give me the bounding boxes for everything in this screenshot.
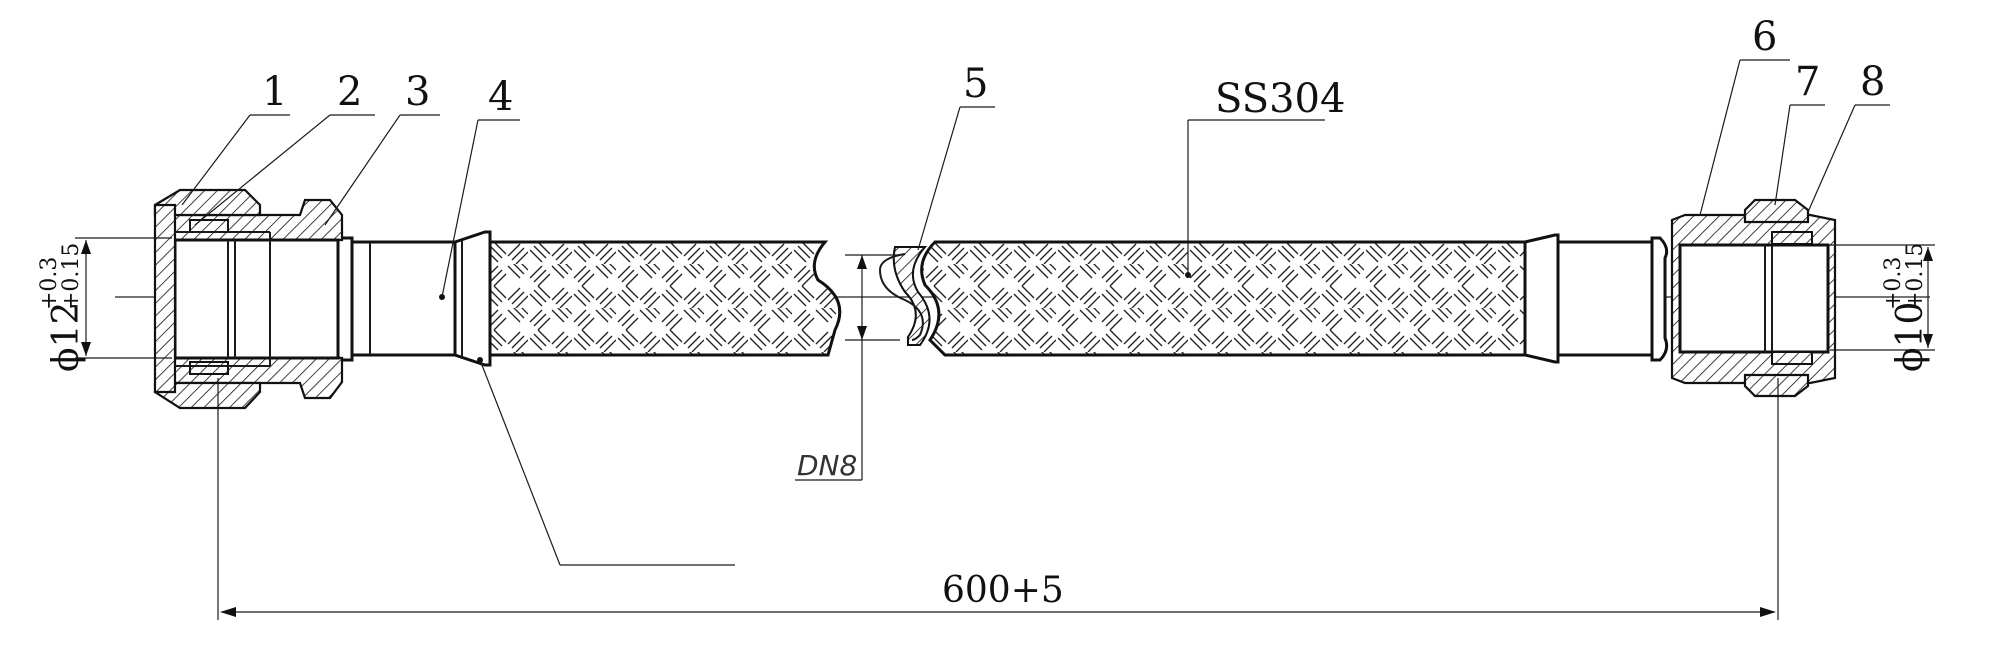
part-number-8: 8 bbox=[1860, 59, 1885, 105]
svg-text:ϕ12: ϕ12 bbox=[46, 302, 87, 372]
left-tube bbox=[348, 240, 457, 357]
right-nut-bore bbox=[1678, 243, 1830, 354]
left-seal-bottom bbox=[189, 361, 229, 375]
right-cap-top bbox=[1743, 198, 1810, 224]
svg-text:+0.3: +0.3 bbox=[1881, 257, 1906, 310]
overall-length-dimension bbox=[217, 378, 1779, 620]
part-number-2: 2 bbox=[337, 69, 362, 115]
svg-text:+0.15: +0.15 bbox=[1903, 243, 1928, 310]
left-cap-face bbox=[153, 203, 177, 394]
left-bore-label: ϕ12 +0.3 +0.15 bbox=[37, 243, 87, 372]
left-seal-top bbox=[189, 219, 229, 233]
right-seal-bottom bbox=[1771, 351, 1813, 365]
material-label: SS304 bbox=[1215, 76, 1345, 122]
hose-liner bbox=[892, 246, 931, 346]
part-number-1: 1 bbox=[262, 69, 287, 115]
overall-length-label: 600+5 bbox=[942, 570, 1064, 611]
dn-dimension bbox=[795, 254, 900, 481]
right-ferrule bbox=[1523, 233, 1560, 364]
right-tube bbox=[1556, 240, 1662, 357]
part-number-7: 7 bbox=[1795, 59, 1820, 105]
left-nut-bore bbox=[173, 238, 340, 360]
svg-text:+0.15: +0.15 bbox=[59, 243, 84, 310]
part-number-6: 6 bbox=[1752, 14, 1777, 60]
part-number-5: 5 bbox=[963, 61, 988, 107]
braided-hose-left bbox=[483, 240, 842, 357]
right-tube-collar bbox=[1650, 236, 1669, 362]
dn-label: DN8 bbox=[797, 449, 857, 482]
svg-text:ϕ10: ϕ10 bbox=[1890, 302, 1931, 372]
right-seal-top bbox=[1771, 231, 1813, 245]
right-bore-label: ϕ10 +0.3 +0.15 bbox=[1881, 243, 1931, 372]
svg-text:+0.3: +0.3 bbox=[37, 257, 62, 310]
right-cap-bottom bbox=[1743, 373, 1810, 398]
left-ferrule bbox=[453, 230, 492, 367]
right-bore-dimension bbox=[1830, 244, 1935, 351]
part-number-4: 4 bbox=[488, 74, 513, 120]
leader-lines bbox=[181, 59, 1890, 566]
part-number-3: 3 bbox=[405, 69, 430, 115]
left-bore-dimension bbox=[75, 237, 172, 359]
braided-hose-right bbox=[920, 240, 1527, 357]
liner-break-curve bbox=[878, 253, 924, 341]
